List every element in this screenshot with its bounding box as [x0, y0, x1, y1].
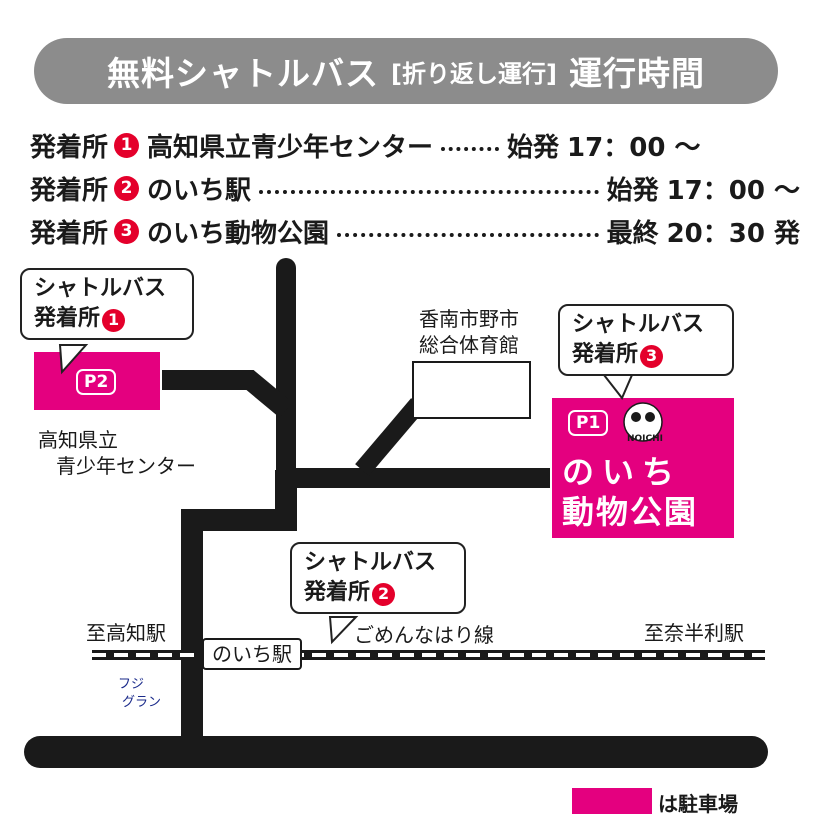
- schedule-prefix: 発着所: [30, 132, 109, 163]
- gym-line1: 香南市野市: [419, 307, 519, 331]
- schedule-place: のいち動物公園: [147, 218, 330, 249]
- number-circle-2: 2: [114, 175, 140, 201]
- to-nahari-station-label: 至奈半利駅: [644, 621, 744, 645]
- to-kochi-station-label: 至高知駅: [86, 621, 166, 645]
- legend-swatch: [572, 788, 652, 814]
- railway-name-label: ごめんなはり線: [354, 623, 494, 647]
- leader-dots: [441, 147, 500, 151]
- parking-p2: [34, 352, 160, 410]
- zoo-logo-text: NOICHI: [627, 434, 664, 444]
- schedule-row-2: 発着所 2 のいち駅 始発 17：00 ～: [30, 168, 800, 208]
- schedule-time: 17：00 ～: [567, 132, 701, 163]
- number-circle-2: 2: [372, 582, 396, 606]
- zoo-logo-icon: [623, 402, 663, 442]
- schedule-time: 20：30 発: [666, 218, 800, 249]
- youth-center-line1: 高知県立: [38, 428, 118, 452]
- callout-2-tail: [328, 616, 359, 645]
- callout-3-tail: [601, 374, 634, 400]
- zoo-name-line1: のいち: [562, 453, 683, 491]
- zoo-name-line2: 動物公園: [562, 493, 699, 531]
- road-to-gym: [355, 398, 425, 476]
- callout-line2: 発着所: [304, 580, 371, 605]
- fuji-gran-label: フジ グラン: [118, 676, 161, 712]
- callout-1-tail: [58, 344, 89, 375]
- schedule-prefix: 発着所: [30, 175, 109, 206]
- number-circle-3: 3: [114, 218, 140, 244]
- schedule-place: のいち駅: [147, 175, 252, 206]
- schedule-label: 最終: [606, 218, 659, 249]
- header-title-suffix: 運行時間: [568, 54, 705, 93]
- number-circle-1: 1: [114, 132, 140, 158]
- callout-line2: 発着所: [34, 306, 101, 331]
- fuji-line2: グラン: [122, 695, 162, 710]
- schedule-time: 17：00 ～: [666, 175, 800, 206]
- schedule-row-3: 発着所 3 のいち動物公園 最終 20：30 発: [30, 211, 800, 251]
- callout-line1: シャトルバス: [34, 276, 167, 301]
- number-circle-3: 3: [640, 344, 664, 368]
- callout-line1: シャトルバス: [572, 312, 705, 337]
- youth-center-label: 高知県立 青少年センター: [32, 427, 196, 479]
- header-title: 無料シャトルバス: [107, 54, 380, 93]
- road-p2: [162, 370, 293, 418]
- p1-badge: P1: [568, 410, 609, 436]
- header-banner: 無料シャトルバス [折り返し運行] 運行時間: [34, 38, 778, 104]
- header-subtitle: [折り返し運行]: [391, 59, 557, 88]
- schedule-label: 始発: [606, 175, 659, 206]
- fuji-line1: フジ: [118, 677, 145, 692]
- callout-line1: シャトルバス: [304, 550, 437, 575]
- schedule-prefix: 発着所: [30, 218, 109, 249]
- gym-line2: 総合体育館: [419, 333, 519, 357]
- schedule-place: 高知県立青少年センター: [147, 132, 434, 163]
- leader-dots: [337, 233, 599, 237]
- gym-label: 香南市野市 総合体育館: [414, 306, 524, 358]
- number-circle-1: 1: [102, 308, 126, 332]
- road-lower: [181, 470, 297, 742]
- youth-center-line2: 青少年センター: [56, 454, 196, 478]
- gym-building: [412, 361, 531, 419]
- schedule-row-1: 発着所 1 高知県立青少年センター 始発 17：00 ～: [30, 125, 800, 165]
- p2-badge: P2: [76, 369, 117, 395]
- schedule-label: 始発: [507, 132, 560, 163]
- legend-label: は駐車場: [658, 792, 738, 816]
- noichi-station-box: のいち駅: [202, 638, 302, 670]
- leader-dots: [259, 190, 599, 194]
- callout-line2: 発着所: [572, 342, 639, 367]
